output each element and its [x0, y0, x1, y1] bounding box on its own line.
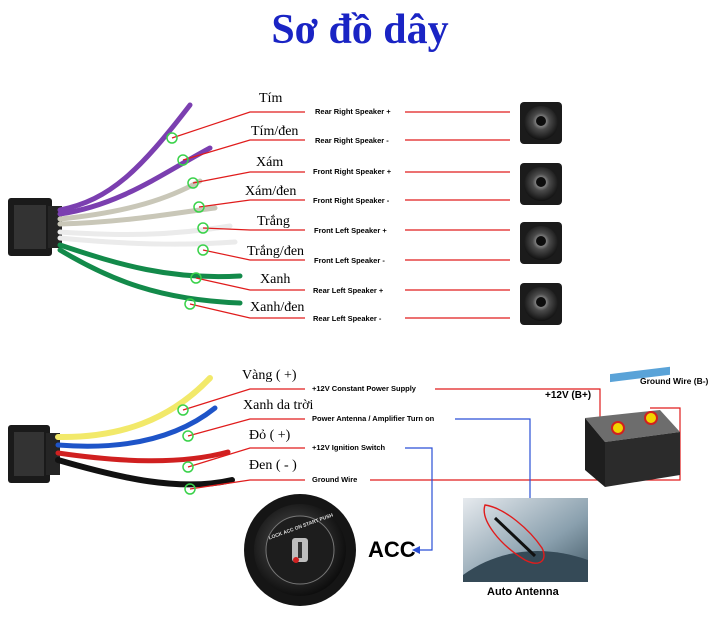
- signal-label-rear-right-plus: Rear Right Speaker +: [315, 107, 391, 116]
- antenna-label: Auto Antenna: [487, 586, 559, 598]
- wire-label-grey-black: Xám/đen: [245, 184, 297, 199]
- signal-label-ignition: +12V Ignition Switch: [312, 443, 386, 452]
- signal-label-ground: Ground Wire: [312, 475, 358, 484]
- wire-label-grey: Xám: [256, 155, 284, 170]
- wire-label-green: Xanh: [260, 272, 291, 287]
- bottom-wire-connector-icon: [8, 425, 60, 483]
- car-battery-icon: [585, 366, 680, 487]
- signal-label-constant-power: +12V Constant Power Supply: [312, 384, 416, 393]
- wire-label-purple-black: Tím/đen: [251, 124, 299, 139]
- top-wire-connector-icon: [8, 198, 62, 256]
- wire-label-blue: Xanh da trời: [243, 398, 314, 413]
- blue-link-lines: [405, 418, 531, 551]
- ignition-key-icon: [244, 494, 356, 606]
- acc-label: ACC: [368, 537, 416, 562]
- wire-label-green-black: Xanh/đen: [250, 300, 305, 315]
- signal-label-power-antenna: Power Antenna / Amplifier Turn on: [312, 414, 435, 423]
- antenna-photo-icon: [463, 498, 588, 582]
- page-title: Sơ đồ dây: [271, 7, 449, 53]
- speaker-icon-front-left: [520, 222, 562, 264]
- acc-arrow: [412, 546, 420, 554]
- ground-wire-label: Ground Wire (B-): [640, 376, 709, 386]
- speaker-icon-rear-left: [520, 283, 562, 325]
- top-wires: [57, 102, 243, 306]
- wire-label-purple: Tím: [259, 91, 283, 106]
- signal-label-front-left-minus: Front Left Speaker -: [314, 256, 385, 265]
- top-joint-markers: [166, 132, 209, 310]
- speaker-icon-front-right: [520, 163, 562, 205]
- wire-label-white: Trắng: [257, 214, 290, 229]
- signal-label-rear-left-plus: Rear Left Speaker +: [313, 286, 384, 295]
- wire-label-yellow: Vàng ( +): [242, 368, 297, 383]
- speaker-icon-rear-right: [520, 102, 562, 144]
- top-signal-arrows: [405, 111, 510, 319]
- bottom-wires: [55, 375, 235, 488]
- signal-label-front-right-minus: Front Right Speaker -: [313, 196, 390, 205]
- top-callout-lines: [171, 111, 305, 319]
- signal-label-front-left-plus: Front Left Speaker +: [314, 226, 387, 235]
- battery-label: +12V (B+): [545, 390, 592, 401]
- wire-label-red: Đỏ ( +): [249, 428, 291, 443]
- signal-label-rear-right-minus: Rear Right Speaker -: [315, 136, 389, 145]
- bottom-joint-markers: [177, 404, 196, 495]
- signal-label-rear-left-minus: Rear Left Speaker -: [313, 314, 382, 323]
- signal-label-front-right-plus: Front Right Speaker +: [313, 167, 392, 176]
- wire-label-black: Đen ( - ): [249, 458, 297, 473]
- wire-label-white-black: Trắng/đen: [247, 244, 305, 259]
